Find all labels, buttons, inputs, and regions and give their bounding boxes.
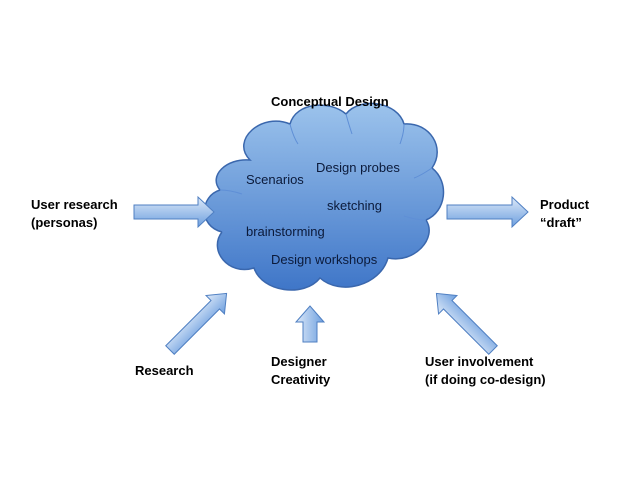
label-user-research: User research (personas) — [31, 196, 118, 232]
diagram-title: Conceptual Design — [271, 94, 389, 109]
cloud-shape — [203, 102, 445, 291]
label-designer-line2: Creativity — [271, 372, 331, 387]
label-product-draft: Product “draft” — [540, 196, 589, 232]
label-product-line1: Product — [540, 197, 590, 212]
term-design-probes: Design probes — [316, 160, 400, 175]
term-brainstorming: brainstorming — [246, 224, 325, 239]
arrow-user-research — [133, 195, 215, 229]
term-design-workshops: Design workshops — [271, 252, 378, 267]
label-user-research-line1: User research — [31, 197, 118, 212]
label-designer-creativity: Designer Creativity — [271, 353, 330, 389]
label-user-involvement: User involvement (if doing co-design) — [425, 353, 546, 389]
arrow-product — [446, 195, 529, 229]
label-designer-line1: Designer — [271, 354, 327, 369]
arrow-research — [165, 292, 228, 355]
term-scenarios: Scenarios — [246, 172, 304, 187]
arrow-user-involvement — [435, 292, 498, 355]
label-user-involvement-line1: User involvement — [425, 354, 534, 369]
term-sketching: sketching — [327, 198, 382, 213]
label-user-involvement-line2: (if doing co-design) — [425, 372, 546, 387]
label-user-research-line2: (personas) — [31, 215, 98, 230]
label-product-line2: “draft” — [540, 215, 582, 230]
arrow-designer-creativity — [294, 305, 326, 343]
label-research: Research — [135, 363, 194, 378]
